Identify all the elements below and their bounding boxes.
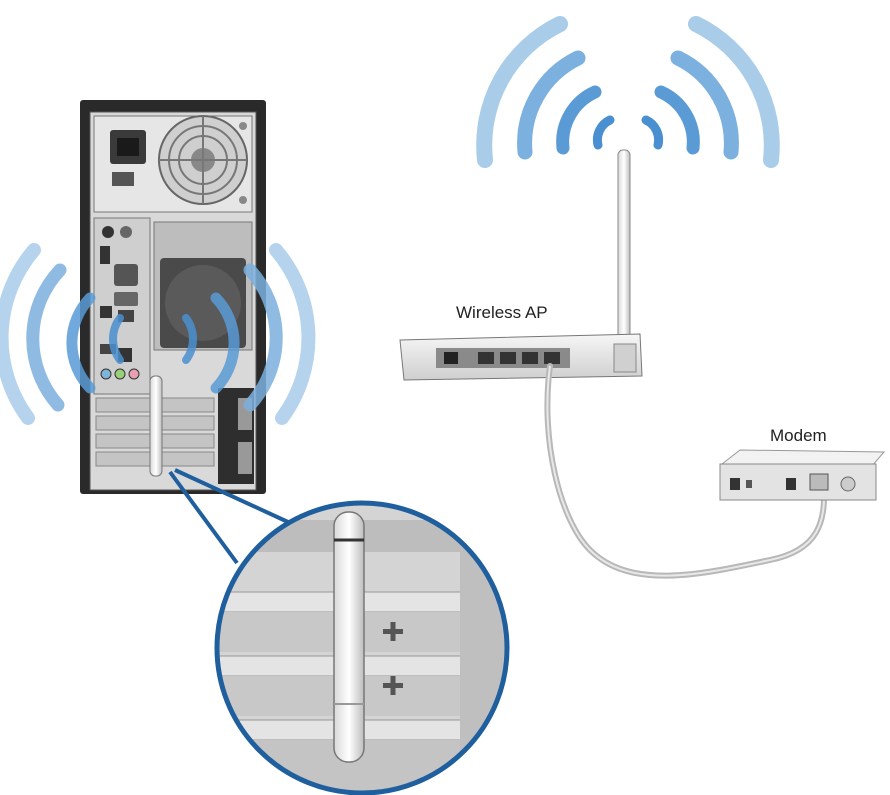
plus-mark-icon <box>383 622 403 641</box>
modem-label: Modem <box>770 426 827 445</box>
wireless-ap-label: Wireless AP <box>456 303 548 322</box>
ap-signal-icon <box>476 16 780 168</box>
ap-antenna <box>617 149 631 361</box>
pc-tower <box>80 100 266 494</box>
modem-device <box>719 449 886 501</box>
power-supply <box>93 115 253 213</box>
rear-io-panel <box>93 217 254 484</box>
pc-wifi-antenna <box>149 375 163 477</box>
pc-signal-icon <box>0 243 316 425</box>
plus-mark-icon <box>383 676 403 695</box>
antenna-zoom-callout <box>168 468 510 795</box>
wireless-ap-device <box>399 149 643 381</box>
